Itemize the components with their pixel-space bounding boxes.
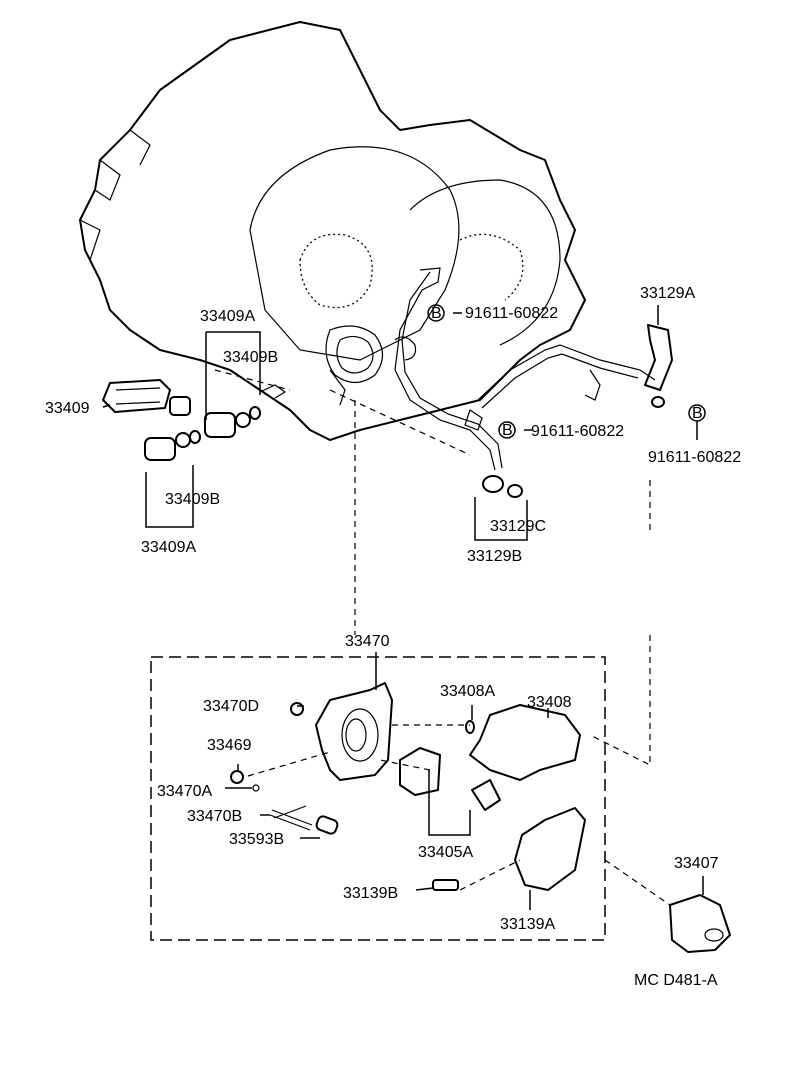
label-33409b-bottom: 33409B <box>165 491 220 508</box>
oil-cooler-tube-33129a <box>394 267 673 498</box>
label-33129a: 33129A <box>640 285 695 302</box>
label-33139b: 33139B <box>343 885 398 902</box>
label-33470a: 33470A <box>157 783 212 800</box>
plate-33139a <box>514 807 586 891</box>
bolt-marker-2: B <box>498 421 516 439</box>
oil-pump-assembly-box <box>150 656 606 941</box>
svg-text:B: B <box>431 305 442 322</box>
plug-33469 <box>230 770 244 784</box>
bolt-marker-3: B <box>688 404 706 422</box>
label-33409a-bottom: 33409A <box>141 539 196 556</box>
svg-text:B: B <box>692 405 703 422</box>
label-91611-60822-1: 91611-60822 <box>465 305 558 322</box>
label-33129b: 33129B <box>467 548 522 565</box>
label-33129c: 33129C <box>490 518 546 535</box>
label-33407: 33407 <box>674 855 719 872</box>
label-33470b: 33470B <box>187 808 242 825</box>
spring-33470b <box>269 805 313 831</box>
label-33469: 33469 <box>207 737 252 754</box>
bolt-33139b <box>432 879 459 891</box>
driven-gear-33405a <box>471 779 501 811</box>
svg-text:B: B <box>502 422 513 439</box>
label-33593b: 33593B <box>229 831 284 848</box>
gear-33407 <box>669 894 731 953</box>
valve-33593b <box>315 815 339 835</box>
label-33139a: 33139A <box>500 916 555 933</box>
drive-gear-33405a <box>399 747 441 796</box>
label-33470: 33470 <box>345 633 390 650</box>
label-33408: 33408 <box>527 694 572 711</box>
o-ring-33408a <box>465 720 475 734</box>
bolt-marker-1: B <box>427 304 445 322</box>
label-91611-60822-3: 91611-60822 <box>648 449 741 466</box>
plug-33470d <box>290 702 304 716</box>
part-labels: 33409A 33409B 33409 33409B 33409A 91611-… <box>45 285 741 989</box>
label-33409: 33409 <box>45 400 90 417</box>
label-33405a: 33405A <box>418 844 473 861</box>
transmission-case <box>79 21 586 441</box>
pump-body-33470 <box>315 682 393 781</box>
o-ring-33470a <box>252 784 260 792</box>
label-33470d: 33470D <box>203 698 259 715</box>
reference-code: MC D481-A <box>634 972 718 989</box>
leader-lines <box>102 305 704 910</box>
label-91611-60822-2: 91611-60822 <box>531 423 624 440</box>
dashed-relation-lines <box>214 369 671 906</box>
label-33408a: 33408A <box>440 683 495 700</box>
cover-33408 <box>469 704 581 781</box>
label-33409b-top: 33409B <box>223 349 278 366</box>
label-33409a-top: 33409A <box>200 308 255 325</box>
oil-hose-33409 <box>102 379 287 461</box>
